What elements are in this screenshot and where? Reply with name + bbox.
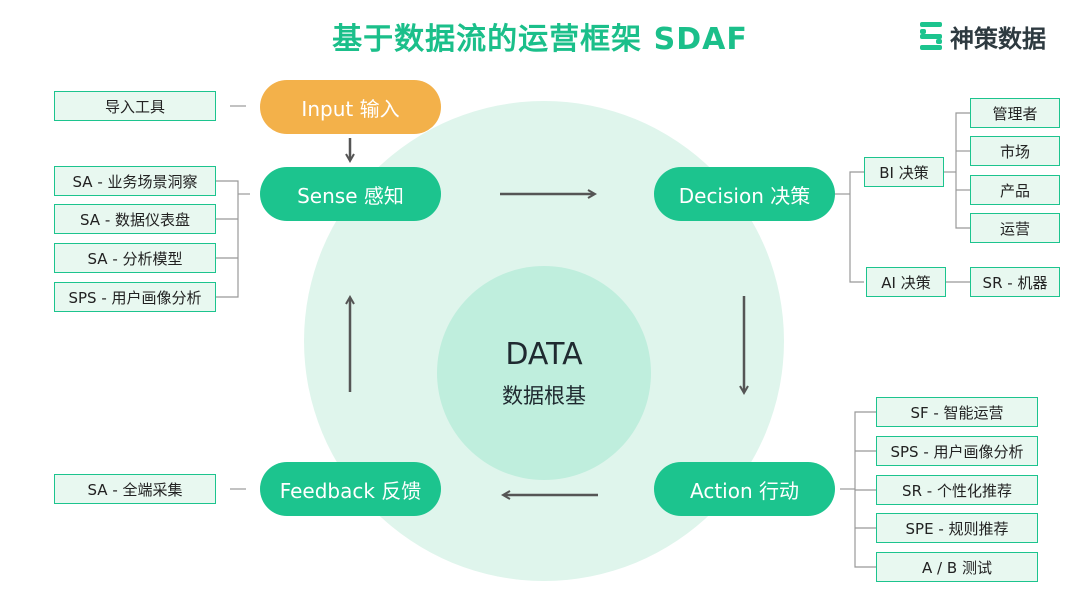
decision-ai-item: SR - 机器 <box>970 267 1060 297</box>
decision-bi-item: 市场 <box>970 136 1060 166</box>
action-item: A / B 测试 <box>876 552 1038 582</box>
sense-item: SA - 数据仪表盘 <box>54 204 216 234</box>
brand-logo: 神策数据 <box>918 18 1046 54</box>
data-core: DATA 数据根基 <box>437 266 651 480</box>
action-item: SR - 个性化推荐 <box>876 475 1038 505</box>
sense-item: SA - 分析模型 <box>54 243 216 273</box>
action-item: SPE - 规则推荐 <box>876 513 1038 543</box>
decision-bi-item: 管理者 <box>970 98 1060 128</box>
sense-item: SA - 业务场景洞察 <box>54 166 216 196</box>
core-title: DATA <box>505 336 583 372</box>
input-item: 导入工具 <box>54 91 216 121</box>
feedback-item: SA - 全端采集 <box>54 474 216 504</box>
decision-group-bi: BI 决策 <box>864 157 944 187</box>
decision-group-ai: AI 决策 <box>866 267 946 297</box>
sense-item: SPS - 用户画像分析 <box>54 282 216 312</box>
sensors-logo-icon <box>920 22 942 50</box>
node-sense: Sense 感知 <box>260 167 441 221</box>
page-title: 基于数据流的运营框架 SDAF <box>332 22 748 57</box>
node-input: Input 输入 <box>260 80 441 134</box>
decision-bi-item: 运营 <box>970 213 1060 243</box>
action-item: SPS - 用户画像分析 <box>876 436 1038 466</box>
node-decision: Decision 决策 <box>654 167 835 221</box>
node-feedback: Feedback 反馈 <box>260 462 441 516</box>
logo-text: 神策数据 <box>950 24 1046 53</box>
core-subtitle: 数据根基 <box>502 383 586 408</box>
node-action: Action 行动 <box>654 462 835 516</box>
decision-bi-item: 产品 <box>970 175 1060 205</box>
action-item: SF - 智能运营 <box>876 397 1038 427</box>
